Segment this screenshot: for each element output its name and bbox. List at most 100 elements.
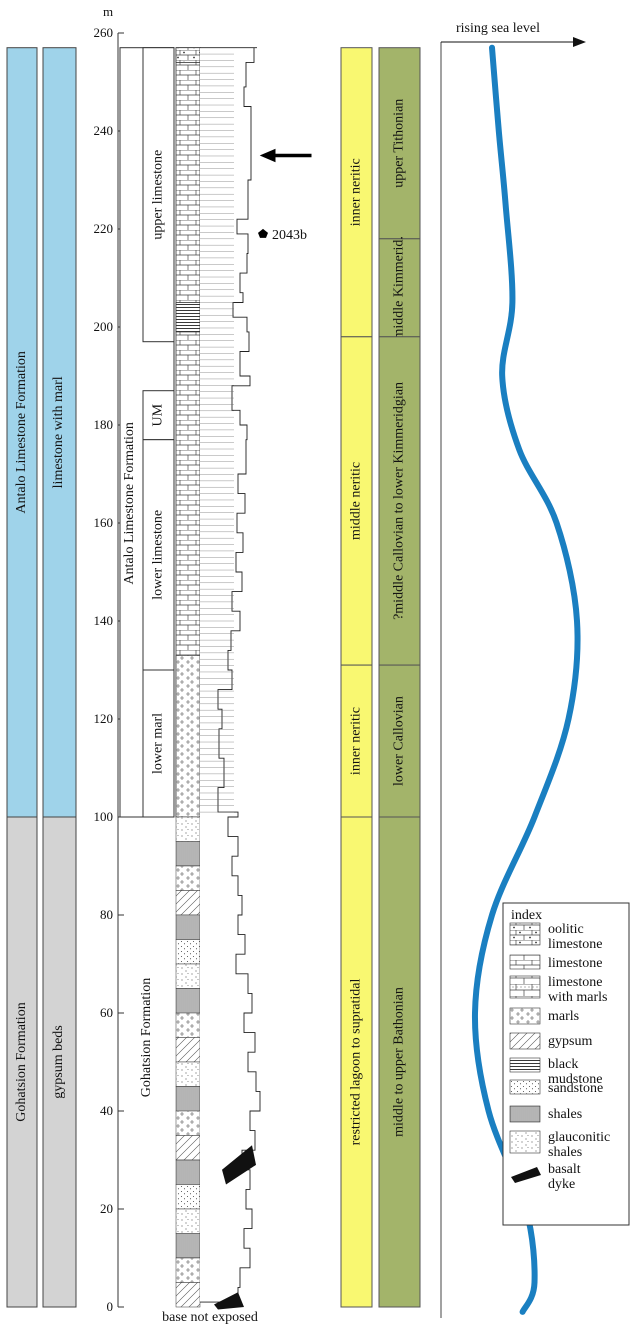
axis-tick-label: 0	[107, 1299, 114, 1314]
log-gohatsion-bed	[175, 914, 201, 940]
lithologic-log	[175, 47, 261, 1310]
formation-antalo-label: Antalo Limestone Formation	[14, 351, 29, 514]
log-gohatsion-bed	[175, 1257, 201, 1283]
lithology-limestone-marl-label: limestone with marl	[51, 376, 66, 488]
lithology-limestone-marl-box	[42, 47, 77, 818]
legend-swatch	[509, 1057, 541, 1073]
basalt-dyke-icon	[222, 1145, 256, 1185]
formation-gohatsion-label: Gohatsion Formation	[14, 1002, 29, 1121]
axis-tick-label: 140	[94, 613, 114, 628]
sample-label: 2043b	[272, 228, 307, 243]
age-label: middle to upper Bathonian	[392, 987, 407, 1137]
axis-tick-label: 20	[100, 1201, 113, 1216]
axis-tick-label: 100	[94, 809, 114, 824]
age-box	[378, 664, 421, 818]
formation-gohatsion-box	[6, 816, 38, 1308]
environment-label: restricted lagoon to supratidal	[349, 979, 364, 1146]
age-label: middle Kimmerid.	[392, 236, 407, 339]
log-gohatsion-bed	[175, 1159, 201, 1185]
legend-item-label: sandstone	[548, 1081, 603, 1096]
log-gohatsion-bed	[175, 841, 201, 867]
environment-box	[340, 816, 373, 1308]
age-label: ?middle Callovian to lower Kimmeridgian	[392, 382, 407, 620]
sea-level-panel: rising sea level	[440, 21, 586, 1318]
axis-tick-label: 40	[100, 1103, 113, 1118]
members-formation-label: Gohatsion Formation	[139, 978, 154, 1097]
log-gohatsion-bed	[175, 1233, 201, 1259]
legend-swatch	[509, 922, 541, 946]
age-label: lower Callovian	[392, 696, 407, 786]
log-gohatsion-bed	[175, 816, 201, 842]
log-gohatsion-bed	[175, 1184, 201, 1210]
axis-tick-label: 180	[94, 417, 114, 432]
log-marl-column	[175, 654, 201, 818]
member-unit-box	[142, 669, 175, 818]
axis-tick-label: 200	[94, 319, 114, 334]
arrow-marker	[259, 148, 312, 163]
members-formation-label: Antalo Limestone Formation	[122, 422, 137, 585]
lithology-gypsum-label: gypsum beds	[51, 1025, 66, 1099]
log-gohatsion-bed	[175, 988, 201, 1014]
axis-tick-label: 60	[100, 1005, 113, 1020]
log-gohatsion-bed	[175, 1135, 201, 1161]
axis-unit-label: m	[103, 4, 113, 19]
log-gohatsion-bed	[175, 1037, 201, 1063]
environment-label: inner neritic	[349, 707, 364, 775]
log-gohatsion-bed	[175, 1208, 201, 1234]
log-gohatsion-bed	[175, 865, 201, 891]
legend-swatch	[509, 954, 541, 970]
log-gohatsion-bed	[175, 1282, 201, 1308]
member-unit-box	[142, 47, 175, 343]
member-unit-label: UM	[151, 403, 166, 426]
age-box	[378, 336, 421, 666]
member-unit-label: lower marl	[151, 713, 166, 774]
annotations: 2043b base not exposed	[162, 148, 312, 1325]
axis-tick-label: 220	[94, 221, 114, 236]
legend-item-label: gypsum	[548, 1034, 592, 1049]
legend-item-label: shales	[548, 1107, 582, 1122]
legend-swatch-basalt-dyke-icon	[511, 1167, 541, 1183]
age-box	[378, 816, 421, 1308]
environment-label: inner neritic	[349, 158, 364, 226]
member-unit-label: lower limestone	[151, 510, 166, 600]
legend-swatch	[509, 1007, 541, 1025]
base-not-exposed-note: base not exposed	[162, 1310, 258, 1325]
legend-swatch	[509, 1032, 541, 1050]
log-gohatsion-bed	[175, 890, 201, 916]
environment-box	[340, 336, 373, 666]
sea-level-arrow-head-icon	[573, 37, 586, 47]
legend-swatch	[509, 975, 541, 999]
basalt-dyke-icon	[214, 1292, 244, 1310]
log-weathering-profile	[200, 47, 261, 1303]
formation-antalo-box	[6, 47, 38, 818]
member-unit-box	[142, 439, 175, 671]
legend-swatch	[509, 1130, 541, 1154]
log-oolitic-bed	[175, 47, 201, 63]
legend-title: index	[511, 908, 542, 923]
formation-column: Antalo Limestone Formation Gohatsion For…	[6, 47, 38, 1308]
sea-level-label: rising sea level	[456, 21, 540, 36]
environment-label: middle neritic	[349, 462, 364, 540]
axis-tick-label: 160	[94, 515, 114, 530]
sea-level-curve	[471, 44, 581, 1315]
lithology-gypsum-box	[42, 816, 77, 1308]
log-gohatsion-bed	[175, 1012, 201, 1038]
legend-item-label: marls	[548, 1009, 579, 1024]
log-gohatsion-bed	[175, 1110, 201, 1136]
axis-tick-label: 120	[94, 711, 114, 726]
age-column: upper Tithonian middle Kimmerid. ?middle C…	[378, 47, 421, 1308]
log-gohatsion-bed	[175, 1086, 201, 1112]
log-gohatsion-bed	[175, 963, 201, 989]
age-label: upper Tithonian	[392, 99, 407, 188]
legend-item-label: limestone	[548, 956, 602, 971]
environment-column: inner neritic middle neritic inner neritic…	[340, 47, 373, 1308]
axis-tick-label: 80	[100, 907, 113, 922]
